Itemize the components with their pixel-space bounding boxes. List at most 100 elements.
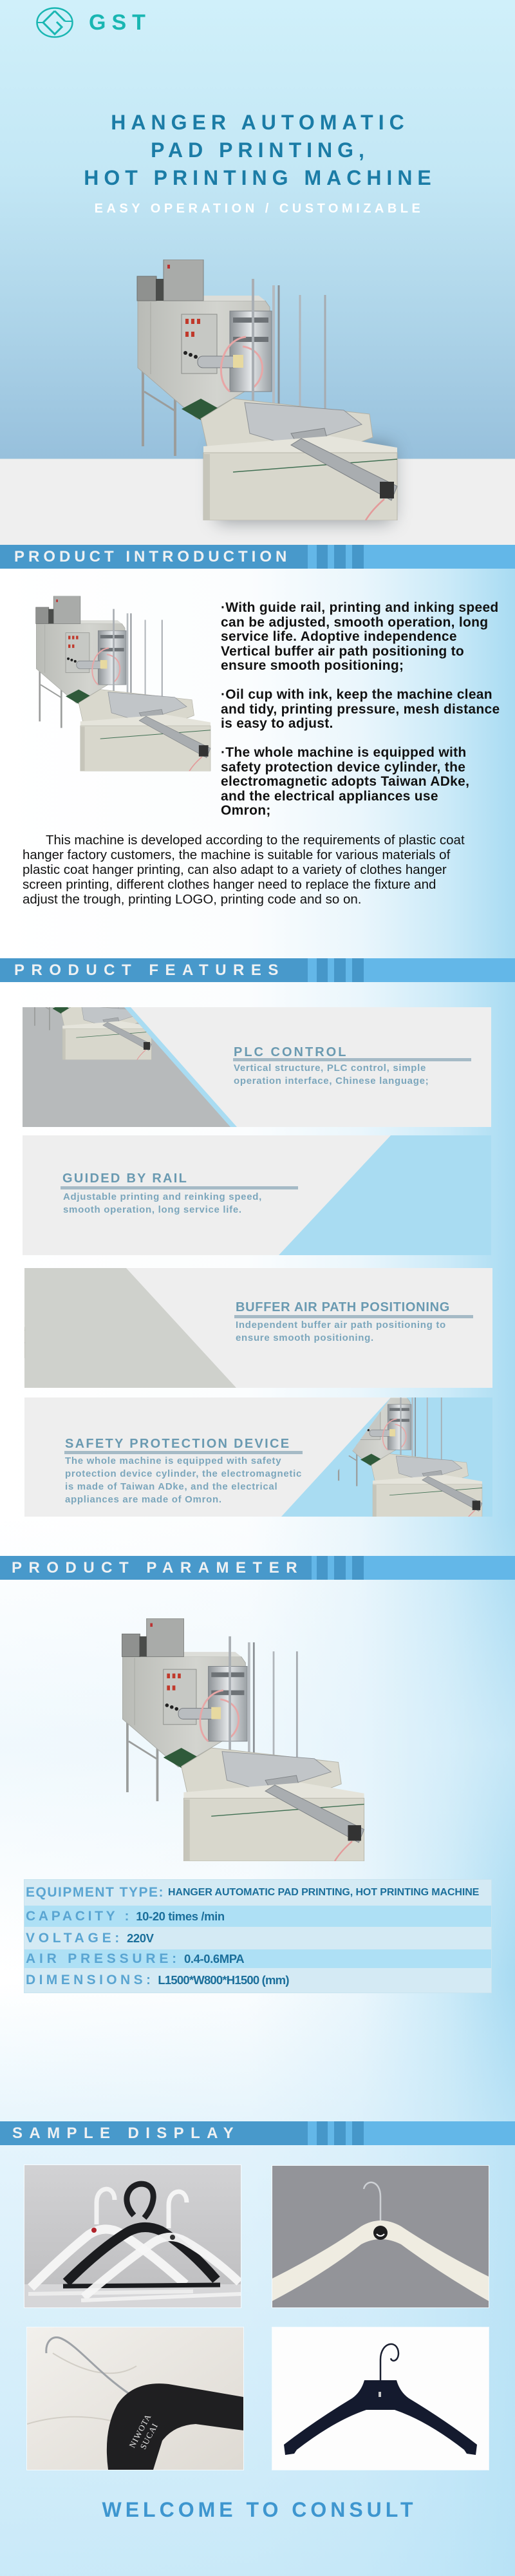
parameter-row: AIR PRESSURE: 0.4-0.6MPA [24, 1949, 491, 1968]
parameter-label: VOLTAGE: [26, 1930, 123, 1946]
velvet-hanger-photo [272, 2327, 489, 2470]
feature-desc-line: protection device cylinder, the electrom… [65, 1468, 303, 1479]
intro-machine-image [35, 596, 212, 772]
plastic-hangers-photo [24, 2165, 241, 2307]
white-hanger-left [28, 2186, 194, 2296]
section-header-features: PRODUCT FEATURES [0, 958, 515, 982]
black-hanger-middle [62, 2181, 221, 2289]
feature-title: BUFFER AIR PATH POSITIONING [236, 1300, 450, 1314]
wood-hanger-photo: NIWOTA SUCAI [27, 2327, 243, 2470]
section-title: PRODUCT FEATURES [14, 961, 285, 979]
bullet-line: Omron; [221, 803, 271, 818]
cream-hanger-photo [272, 2166, 489, 2307]
parameter-row: DIMENSIONS: L1500*W800*H1500 (mm) [24, 1968, 491, 1993]
hero-title-line: HANGER AUTOMATIC [111, 111, 409, 134]
bar-dark-segment [0, 958, 308, 982]
feature-desc-line: ensure smooth positioning. [236, 1332, 374, 1343]
feature-desc-line: Independent buffer air path positioning … [236, 1320, 446, 1331]
bar-stripe [317, 1556, 328, 1580]
bar-stripe [334, 1556, 346, 1580]
bullet-line: service life. Adoptive independence [221, 629, 457, 644]
feature-image-safety-protection [326, 1397, 492, 1517]
bullet-line: and tidy, printing pressure, mesh distan… [221, 701, 500, 717]
paragraph-line: hanger factory customers, the machine is… [23, 848, 451, 862]
hero-machine-image [136, 260, 399, 520]
bar-stripe [334, 958, 346, 982]
sample-image-velvet-hanger [272, 2327, 489, 2470]
feature-desc-line: The whole machine is equipped with safet… [65, 1455, 282, 1466]
feature-desc-line: is made of Taiwan ADke, and the electric… [65, 1481, 278, 1492]
bullet-line: electromagnetic adopts Taiwan ADke, [221, 774, 470, 789]
hanger-hook [379, 2343, 400, 2380]
bar-stripe [334, 545, 346, 569]
feature-image-plc-control [23, 1007, 235, 1127]
parameter-value: 10-20 times /min [136, 1909, 225, 1923]
feature-title-underline [61, 1186, 298, 1189]
parameter-row: EQUIPMENT TYPE: HANGER AUTOMATIC PAD PRI… [24, 1880, 491, 1906]
hero-title-line: HOT PRINTING MACHINE [84, 166, 436, 189]
parameter-table: EQUIPMENT TYPE: HANGER AUTOMATIC PAD PRI… [24, 1879, 492, 1993]
feature-description: Independent buffer air path positioning … [236, 1319, 446, 1345]
guide-rail-photo [306, 1135, 491, 1255]
feature-description: The whole machine is equipped with safet… [65, 1455, 302, 1506]
intro-paragraph: This machine is developed according to t… [23, 833, 502, 907]
bar-stripe [317, 545, 328, 569]
feature-desc-line: operation interface, Chinese language; [234, 1075, 429, 1086]
feature-description: Vertical structure, PLC control, simple … [234, 1062, 429, 1088]
feature-card-buffer-air-path: BUFFER AIR PATH POSITIONING Independent … [24, 1268, 492, 1388]
feature-title-underline [234, 1315, 473, 1318]
feature-desc-line: smooth operation, long service life. [63, 1204, 242, 1215]
hanger-hook [362, 2181, 382, 2227]
feature-card-safety-protection: SAFETY PROTECTION DEVICE The whole machi… [24, 1397, 492, 1517]
parameter-value: 0.4-0.6MPA [183, 1951, 245, 1965]
feature-image-guided-by-rail [306, 1135, 491, 1255]
intro-bullet: ·Oil cup with ink, keep the machine clea… [221, 687, 514, 732]
sample-image-plastic-hangers [24, 2165, 241, 2307]
feature-desc-line: Vertical structure, PLC control, simple [234, 1063, 427, 1074]
bar-stripe [352, 2121, 364, 2145]
parameter-label: DIMENSIONS: [26, 1973, 154, 1987]
section-header-samples: SAMPLE DISPLAY [0, 2121, 515, 2145]
parameter-machine-image [120, 1618, 368, 1861]
bar-stripe [317, 2121, 328, 2145]
feature-title-underline [233, 1058, 471, 1061]
print-head-photo [24, 1268, 238, 1388]
control-panel-photo [23, 1007, 235, 1127]
feature-desc-line: appliances are made of Omron. [65, 1494, 222, 1505]
bar-dark-segment [0, 545, 308, 569]
section-title: PRODUCT PARAMETER [12, 1559, 304, 1577]
feature-title: SAFETY PROTECTION DEVICE [65, 1437, 291, 1451]
bar-stripe [352, 545, 364, 569]
printed-logo [373, 2226, 388, 2240]
bullet-line: ·With guide rail, printing and inking sp… [221, 600, 499, 615]
intro-bullet-list: ·With guide rail, printing and inking sp… [221, 600, 514, 833]
paragraph-line: screen printing, different clothes hange… [23, 877, 436, 892]
feature-card-plc-control: PLC CONTROL Vertical structure, PLC cont… [23, 1007, 491, 1127]
bullet-line: ·The whole machine is equipped with [221, 745, 467, 760]
full-machine-photo [326, 1397, 492, 1517]
feature-title-underline [64, 1451, 303, 1454]
brand-logo-text: GST [89, 10, 151, 35]
hanger-body [106, 2383, 243, 2470]
gst-logo-icon [36, 7, 73, 38]
paragraph-line: plastic coat hanger printing, can also a… [23, 862, 447, 877]
bar-stripe [317, 958, 328, 982]
welcome-to-consult-heading: WELCOME TO CONSULT [102, 2498, 417, 2521]
feature-desc-line: Adjustable printing and reinking speed, [63, 1191, 262, 1202]
bullet-line: is easy to adjust. [221, 716, 333, 731]
parameter-value: HANGER AUTOMATIC PAD PRINTING, HOT PRINT… [168, 1887, 480, 1898]
hero-subtitle: EASY OPERATION / CUSTOMIZABLE [94, 202, 424, 216]
parameter-label: CAPACITY : [26, 1908, 133, 1924]
bar-dark-segment [0, 2121, 308, 2145]
hero-title: HANGER AUTOMATIC PAD PRINTING, HOT PRINT… [0, 109, 515, 192]
parameter-row: CAPACITY : 10-20 times /min [24, 1906, 491, 1927]
bar-stripe [352, 1556, 364, 1580]
bullet-line: safety protection device cylinder, the [221, 759, 466, 775]
feature-card-guided-by-rail: GUIDED BY RAIL Adjustable printing and r… [23, 1135, 491, 1255]
paragraph-line: adjust the trough, printing LOGO, printi… [23, 892, 362, 907]
parameter-label: EQUIPMENT TYPE: [26, 1885, 165, 1900]
feature-title: PLC CONTROL [234, 1045, 348, 1059]
section-header-introduction: PRODUCT INTRODUCTION [0, 545, 515, 569]
bar-dark-segment [0, 1556, 312, 1580]
sample-image-cream-hanger [272, 2166, 489, 2307]
